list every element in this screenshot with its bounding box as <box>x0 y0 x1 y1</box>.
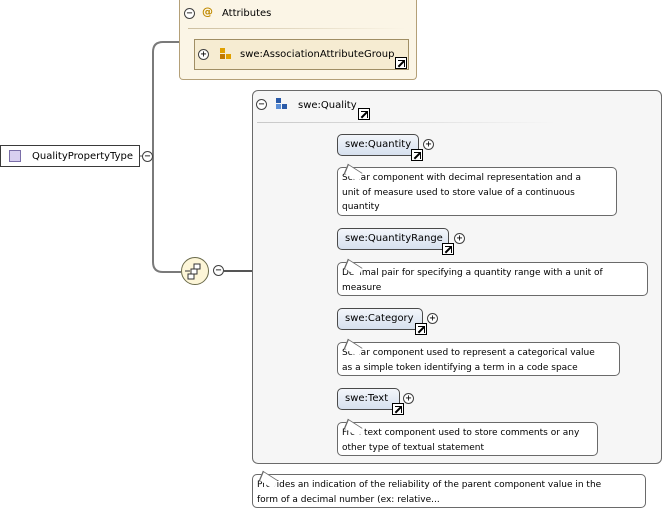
description-line: Scalar component used to represent a cat… <box>342 348 595 358</box>
description-line: Decimal pair for specifying a quantity r… <box>342 268 603 278</box>
external-link-icon[interactable] <box>392 403 404 415</box>
child-description-quantityrange: Decimal pair for specifying a quantity r… <box>337 258 648 296</box>
attribute-group-label: swe:AssociationAttributeGroup <box>240 49 395 60</box>
model-group-divider <box>257 122 557 123</box>
external-link-icon[interactable] <box>358 108 370 120</box>
description-line: measure <box>342 282 382 293</box>
description-line: as a simple token identifying a term in … <box>342 362 578 373</box>
sequence-collapse-button[interactable]: − <box>213 265 224 276</box>
root-collapse-button[interactable]: − <box>142 151 153 162</box>
child-element-label: swe:Category <box>345 313 414 324</box>
root-description: Provides an indication of the reliabilit… <box>252 470 646 508</box>
description-line: other type of textual statement <box>342 442 485 453</box>
child-description-category: Scalar component used to represent a cat… <box>337 338 620 376</box>
root-element-label: QualityPropertyType <box>32 151 134 162</box>
model-group-label: swe:Quality <box>298 100 357 111</box>
child-element-category[interactable]: swe:Category <box>337 308 423 330</box>
child-expand-button[interactable]: + <box>403 393 414 404</box>
child-element-label: swe:Text <box>345 393 389 404</box>
root-element-box[interactable]: QualityPropertyType <box>0 145 140 167</box>
child-expand-button[interactable]: + <box>423 139 434 150</box>
model-group-collapse-button[interactable]: − <box>256 99 267 110</box>
child-expand-button[interactable]: + <box>427 313 438 324</box>
description-line: quantity <box>342 202 380 212</box>
external-link-icon[interactable] <box>411 149 423 161</box>
element-icon <box>9 150 21 162</box>
description-line: Scalar component with decimal representa… <box>342 173 582 183</box>
child-element-label: swe:QuantityRange <box>345 233 443 244</box>
child-element-text[interactable]: swe:Text <box>337 388 400 410</box>
attributes-divider <box>188 28 406 29</box>
attribute-group-box[interactable]: + swe:AssociationAttributeGroup <box>194 39 409 70</box>
external-link-icon[interactable] <box>395 57 407 69</box>
model-group-icon <box>276 98 288 110</box>
attribute-group-icon <box>220 48 232 60</box>
child-description-text: Free text component used to store commen… <box>337 418 598 456</box>
external-link-icon[interactable] <box>415 323 427 335</box>
attributes-collapse-button[interactable]: − <box>184 8 195 19</box>
child-element-quantity[interactable]: swe:Quantity <box>337 134 419 156</box>
attribute-group-expand-button[interactable]: + <box>198 49 209 60</box>
description-line: Free text component used to store commen… <box>342 428 580 438</box>
child-description-quantity: Scalar component with decimal representa… <box>337 163 617 216</box>
external-link-icon[interactable] <box>442 243 454 255</box>
child-element-quantityrange[interactable]: swe:QuantityRange <box>337 228 449 250</box>
attributes-title: Attributes <box>222 8 272 19</box>
description-line: Provides an indication of the reliabilit… <box>257 480 602 490</box>
child-expand-button[interactable]: + <box>454 233 465 244</box>
sequence-compositor-icon[interactable] <box>181 257 209 285</box>
child-element-label: swe:Quantity <box>345 139 412 150</box>
description-line: form of a decimal number (ex: relative..… <box>257 494 440 505</box>
description-line: unit of measure used to store value of a… <box>342 187 575 198</box>
attribute-at-icon: @ <box>202 5 213 18</box>
